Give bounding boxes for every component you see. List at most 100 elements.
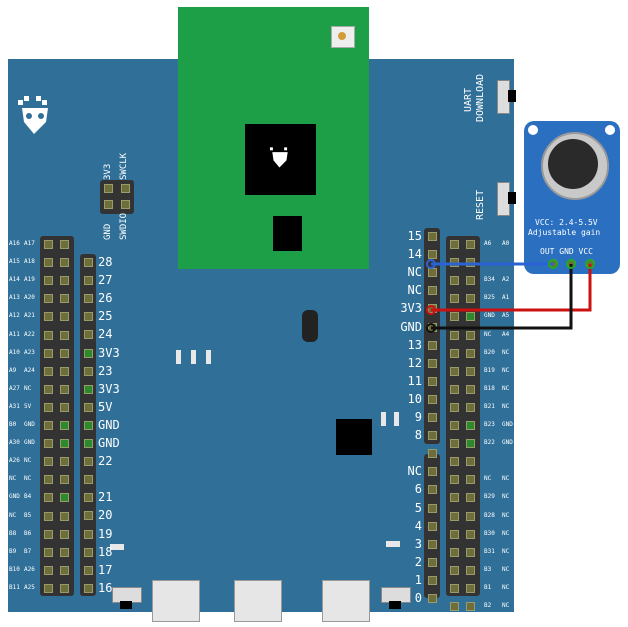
left-numbered-pin[interactable] (84, 420, 93, 430)
left-numbered-pin[interactable] (84, 583, 93, 593)
right-header-pin[interactable] (466, 565, 475, 575)
right-header-pin[interactable] (466, 402, 475, 412)
left-numbered-pin[interactable] (84, 258, 93, 267)
left-header-pin[interactable] (60, 457, 69, 467)
left-header-pin[interactable] (44, 240, 53, 249)
left-numbered-pin[interactable] (84, 565, 93, 575)
left-header-pin[interactable] (60, 294, 69, 304)
left-header-pin[interactable] (44, 511, 53, 521)
left-header-pin[interactable] (44, 565, 53, 575)
right-numbered-pin[interactable] (428, 358, 437, 368)
left-header-pin[interactable] (44, 457, 53, 467)
swd-pin[interactable] (121, 200, 130, 209)
right-header-pin[interactable] (450, 511, 459, 521)
left-header-pin[interactable] (44, 547, 53, 557)
right-header-pin[interactable] (466, 602, 475, 611)
right-header-pin[interactable] (450, 439, 459, 449)
right-numbered-pin[interactable] (428, 485, 437, 495)
left-numbered-pin[interactable] (84, 402, 93, 412)
left-header-pin[interactable] (60, 475, 69, 485)
left-header-pin[interactable] (44, 402, 53, 412)
switch[interactable] (302, 310, 318, 342)
right-numbered-pin[interactable] (428, 594, 437, 603)
right-header-pin[interactable] (466, 529, 475, 539)
left-header-pin[interactable] (60, 511, 69, 521)
right-header-pin[interactable] (450, 240, 459, 249)
left-numbered-pin[interactable] (84, 439, 93, 448)
right-header-pin[interactable] (466, 439, 475, 449)
right-numbered-pin[interactable] (428, 503, 437, 513)
right-numbered-pin[interactable] (428, 521, 437, 531)
right-header-pin[interactable] (450, 294, 459, 304)
left-header-pin[interactable] (44, 439, 53, 449)
right-numbered-pin[interactable] (428, 340, 437, 350)
left-header-pin[interactable] (44, 384, 53, 394)
right-header-pin[interactable] (450, 402, 459, 412)
right-numbered-pin[interactable] (428, 376, 437, 386)
left-numbered-pin[interactable] (84, 511, 93, 521)
left-header-pin[interactable] (60, 402, 69, 412)
right-header-pin[interactable] (466, 348, 475, 358)
right-header-pin[interactable] (466, 475, 475, 485)
right-header-pin[interactable] (450, 384, 459, 394)
left-header-pin[interactable] (60, 493, 69, 503)
right-header-pin[interactable] (466, 583, 475, 593)
left-numbered-pin[interactable] (84, 475, 93, 485)
right-header-pin[interactable] (450, 276, 459, 286)
right-header-pin[interactable] (450, 493, 459, 503)
swd-pin[interactable] (104, 184, 113, 193)
left-header-pin[interactable] (44, 294, 53, 304)
left-numbered-pin[interactable] (84, 384, 93, 394)
left-header-pin[interactable] (44, 348, 53, 358)
left-header-pin[interactable] (60, 258, 69, 268)
right-header-pin[interactable] (466, 493, 475, 503)
left-numbered-pin[interactable] (84, 312, 93, 322)
usb-port-2[interactable] (234, 580, 282, 622)
swd-pin[interactable] (121, 184, 130, 193)
right-header-pin[interactable] (466, 312, 475, 322)
left-numbered-pin[interactable] (84, 547, 93, 557)
right-header-pin[interactable] (450, 565, 459, 575)
left-header-pin[interactable] (60, 330, 69, 340)
right-numbered-pin[interactable] (428, 394, 437, 404)
left-numbered-pin[interactable] (84, 457, 93, 467)
left-header-pin[interactable] (44, 583, 53, 593)
right-header-pin[interactable] (466, 421, 475, 430)
usb-port-3[interactable] (322, 580, 370, 622)
left-header-pin[interactable] (60, 421, 69, 430)
left-numbered-pin[interactable] (84, 330, 93, 340)
right-header-pin[interactable] (450, 457, 459, 467)
right-header-pin[interactable] (466, 384, 475, 394)
right-header-pin[interactable] (450, 529, 459, 539)
right-header-pin[interactable] (466, 511, 475, 521)
left-header-pin[interactable] (60, 529, 69, 539)
right-header-pin[interactable] (466, 547, 475, 557)
right-numbered-pin[interactable] (428, 286, 437, 296)
swd-pin[interactable] (104, 200, 113, 209)
usb-port-1[interactable] (152, 580, 200, 622)
right-numbered-pin[interactable] (428, 539, 437, 549)
right-header-pin[interactable] (450, 366, 459, 376)
left-numbered-pin[interactable] (84, 276, 93, 286)
right-header-pin[interactable] (450, 583, 459, 593)
right-numbered-pin[interactable] (428, 232, 437, 241)
right-header-pin[interactable] (466, 276, 475, 286)
right-numbered-pin[interactable] (428, 413, 437, 422)
right-header-pin[interactable] (466, 294, 475, 304)
left-header-pin[interactable] (60, 312, 69, 322)
right-header-pin[interactable] (450, 348, 459, 358)
left-header-pin[interactable] (60, 240, 69, 249)
right-header-pin[interactable] (466, 366, 475, 376)
left-numbered-pin[interactable] (84, 529, 93, 539)
left-header-pin[interactable] (44, 475, 53, 485)
left-numbered-pin[interactable] (84, 348, 93, 358)
left-numbered-pin[interactable] (84, 493, 93, 503)
right-header-pin[interactable] (466, 330, 475, 340)
left-header-pin[interactable] (44, 258, 53, 268)
left-header-pin[interactable] (44, 330, 53, 340)
left-numbered-pin[interactable] (84, 294, 93, 304)
left-header-pin[interactable] (60, 384, 69, 394)
left-header-pin[interactable] (60, 366, 69, 376)
left-header-pin[interactable] (60, 439, 69, 449)
left-header-pin[interactable] (60, 547, 69, 557)
